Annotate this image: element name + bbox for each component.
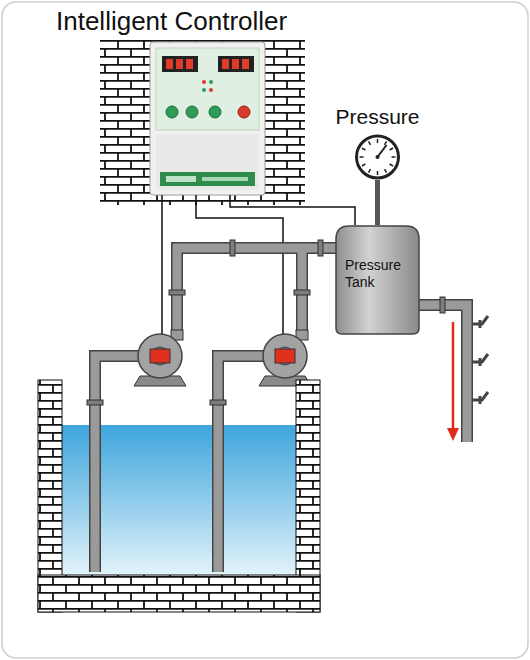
gauge-tick	[390, 164, 393, 166]
gauge-face	[357, 136, 399, 178]
pump-wire	[161, 195, 163, 340]
node-label: Pressure Tank	[345, 257, 414, 291]
controller-box	[150, 42, 265, 195]
gauge-stem	[375, 180, 380, 225]
gauge-needle	[378, 145, 387, 157]
node-label: Intelligent Controller	[56, 6, 358, 38]
pressure-gauge: Pressure	[322, 104, 433, 180]
tank-body	[336, 226, 419, 334]
gauge-tick	[385, 141, 387, 144]
gauge-tick	[377, 139, 379, 143]
gauge-tick	[385, 169, 387, 172]
flow-arrow	[447, 322, 459, 441]
pump	[134, 330, 186, 386]
node-label: Pressure	[322, 104, 433, 130]
gauge-tick	[392, 156, 396, 158]
gauge-tick	[362, 148, 365, 150]
pressure-tank: Pressure Tank	[335, 225, 420, 335]
brick-wall	[38, 575, 320, 612]
brick-wall	[100, 40, 305, 205]
gauge-tick	[360, 156, 364, 158]
gauge-tick	[369, 169, 371, 172]
gauge-tick	[362, 164, 365, 166]
controller-node: Intelligent Controller	[52, 4, 358, 195]
gauge-tick	[369, 141, 371, 144]
gauge-hub	[376, 155, 380, 159]
pump-wire	[196, 195, 283, 340]
control-wire	[230, 195, 355, 225]
faucets	[472, 316, 488, 404]
pump	[259, 330, 311, 386]
gauge-tick	[377, 171, 379, 175]
gauge-tick	[390, 148, 393, 150]
